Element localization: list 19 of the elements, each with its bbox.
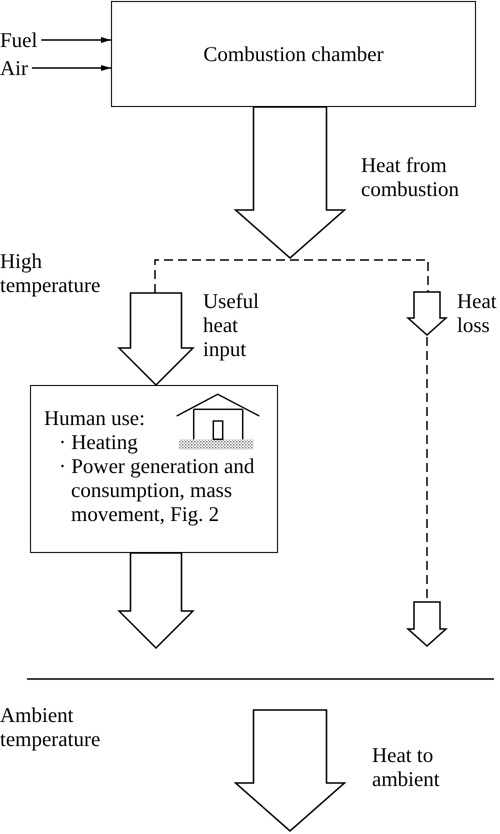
block-arrow <box>117 552 195 650</box>
block-arrow <box>117 292 195 386</box>
arrow <box>32 65 111 71</box>
box-heading: Human use: <box>44 406 145 430</box>
info-box <box>30 385 278 553</box>
zone-label: High temperature <box>0 249 102 297</box>
box-title: Combustion chamber <box>203 42 384 66</box>
list-item: · Power generation and consumption, mass movement, Fig. 2 <box>58 454 256 526</box>
zone-label: Ambient temperature <box>0 703 102 751</box>
edge-label: Useful heat input <box>203 289 260 361</box>
input-label: Fuel <box>0 28 38 52</box>
input-label: Air <box>0 56 28 80</box>
block-arrow <box>234 106 346 259</box>
flow-label: Heat to ambient <box>372 743 441 791</box>
edge-label: Heat from combustion <box>361 153 460 201</box>
flow-label: Heat loss <box>457 289 498 337</box>
arrow <box>41 37 111 43</box>
process-box <box>111 1 476 107</box>
list-item: · Heating <box>58 430 138 454</box>
